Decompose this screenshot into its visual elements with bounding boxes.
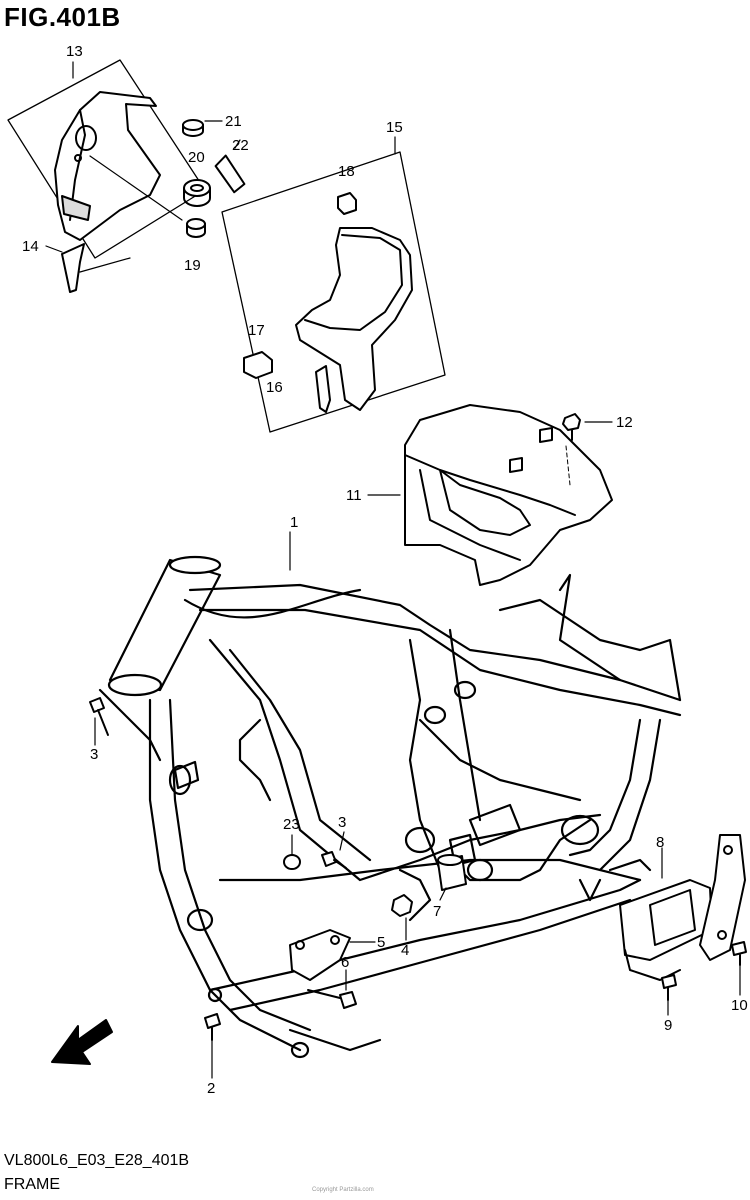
label-18: 18 [338, 163, 355, 180]
bolt-3-lower [321, 851, 347, 869]
bolt-3-upper [89, 697, 109, 736]
cushion-16 [315, 365, 331, 413]
label-4: 4 [401, 942, 410, 959]
label-3-lower: 3 [338, 814, 347, 831]
grommet-cushion-14 [61, 243, 85, 293]
battery-holder-11 [404, 404, 613, 586]
label-10: 10 [731, 997, 748, 1014]
label-7: 7 [433, 903, 442, 920]
label-11: 11 [346, 487, 362, 504]
label-20: 20 [188, 149, 205, 166]
frame-cover-left-13 [54, 91, 161, 241]
label-21: 21 [225, 113, 242, 130]
label-14: 14 [22, 238, 39, 255]
label-5: 5 [377, 934, 386, 951]
spacer-7 [437, 854, 467, 891]
label-1: 1 [290, 514, 299, 531]
label-9: 9 [664, 1017, 673, 1034]
label-19: 19 [184, 257, 201, 274]
label-17: 17 [248, 322, 265, 339]
bolt-2 [204, 1013, 221, 1041]
label-6: 6 [341, 954, 350, 971]
cushion-17 [243, 351, 273, 379]
bracket-8 [619, 834, 746, 981]
label-13: 13 [66, 43, 83, 60]
cap-23 [283, 854, 301, 870]
bolt-9 [661, 974, 677, 1001]
label-3-upper: 3 [90, 746, 99, 763]
bolt-6 [307, 989, 357, 1009]
label-16: 16 [266, 379, 283, 396]
copyright-watermark: Copyright Partzilla.com [312, 1187, 374, 1193]
bolt-10 [731, 941, 747, 966]
label-12: 12 [616, 414, 633, 431]
fwd-arrow-icon [51, 1019, 113, 1065]
grommet-20 [183, 179, 211, 207]
label-8: 8 [656, 834, 665, 851]
tape-22 [214, 154, 246, 194]
figure-code: VL800L6_E03_E28_401B [4, 1152, 190, 1169]
label-2: 2 [207, 1080, 216, 1097]
label-15: 15 [386, 119, 403, 136]
bolt-12 [562, 413, 581, 441]
nut-4 [391, 894, 413, 917]
frame-cover-right-15 [295, 227, 413, 411]
section-name: FRAME [4, 1176, 60, 1193]
figure-title: FIG.401B [4, 2, 121, 32]
label-22: 22 [232, 137, 249, 154]
spacer-19 [186, 218, 206, 238]
frame-body-1 [98, 555, 682, 1059]
leader-lines [94, 531, 741, 1079]
grommet-21 [182, 119, 204, 137]
cushion-18 [337, 192, 357, 215]
bracket-5 [289, 929, 351, 981]
label-23: 23 [283, 816, 300, 833]
